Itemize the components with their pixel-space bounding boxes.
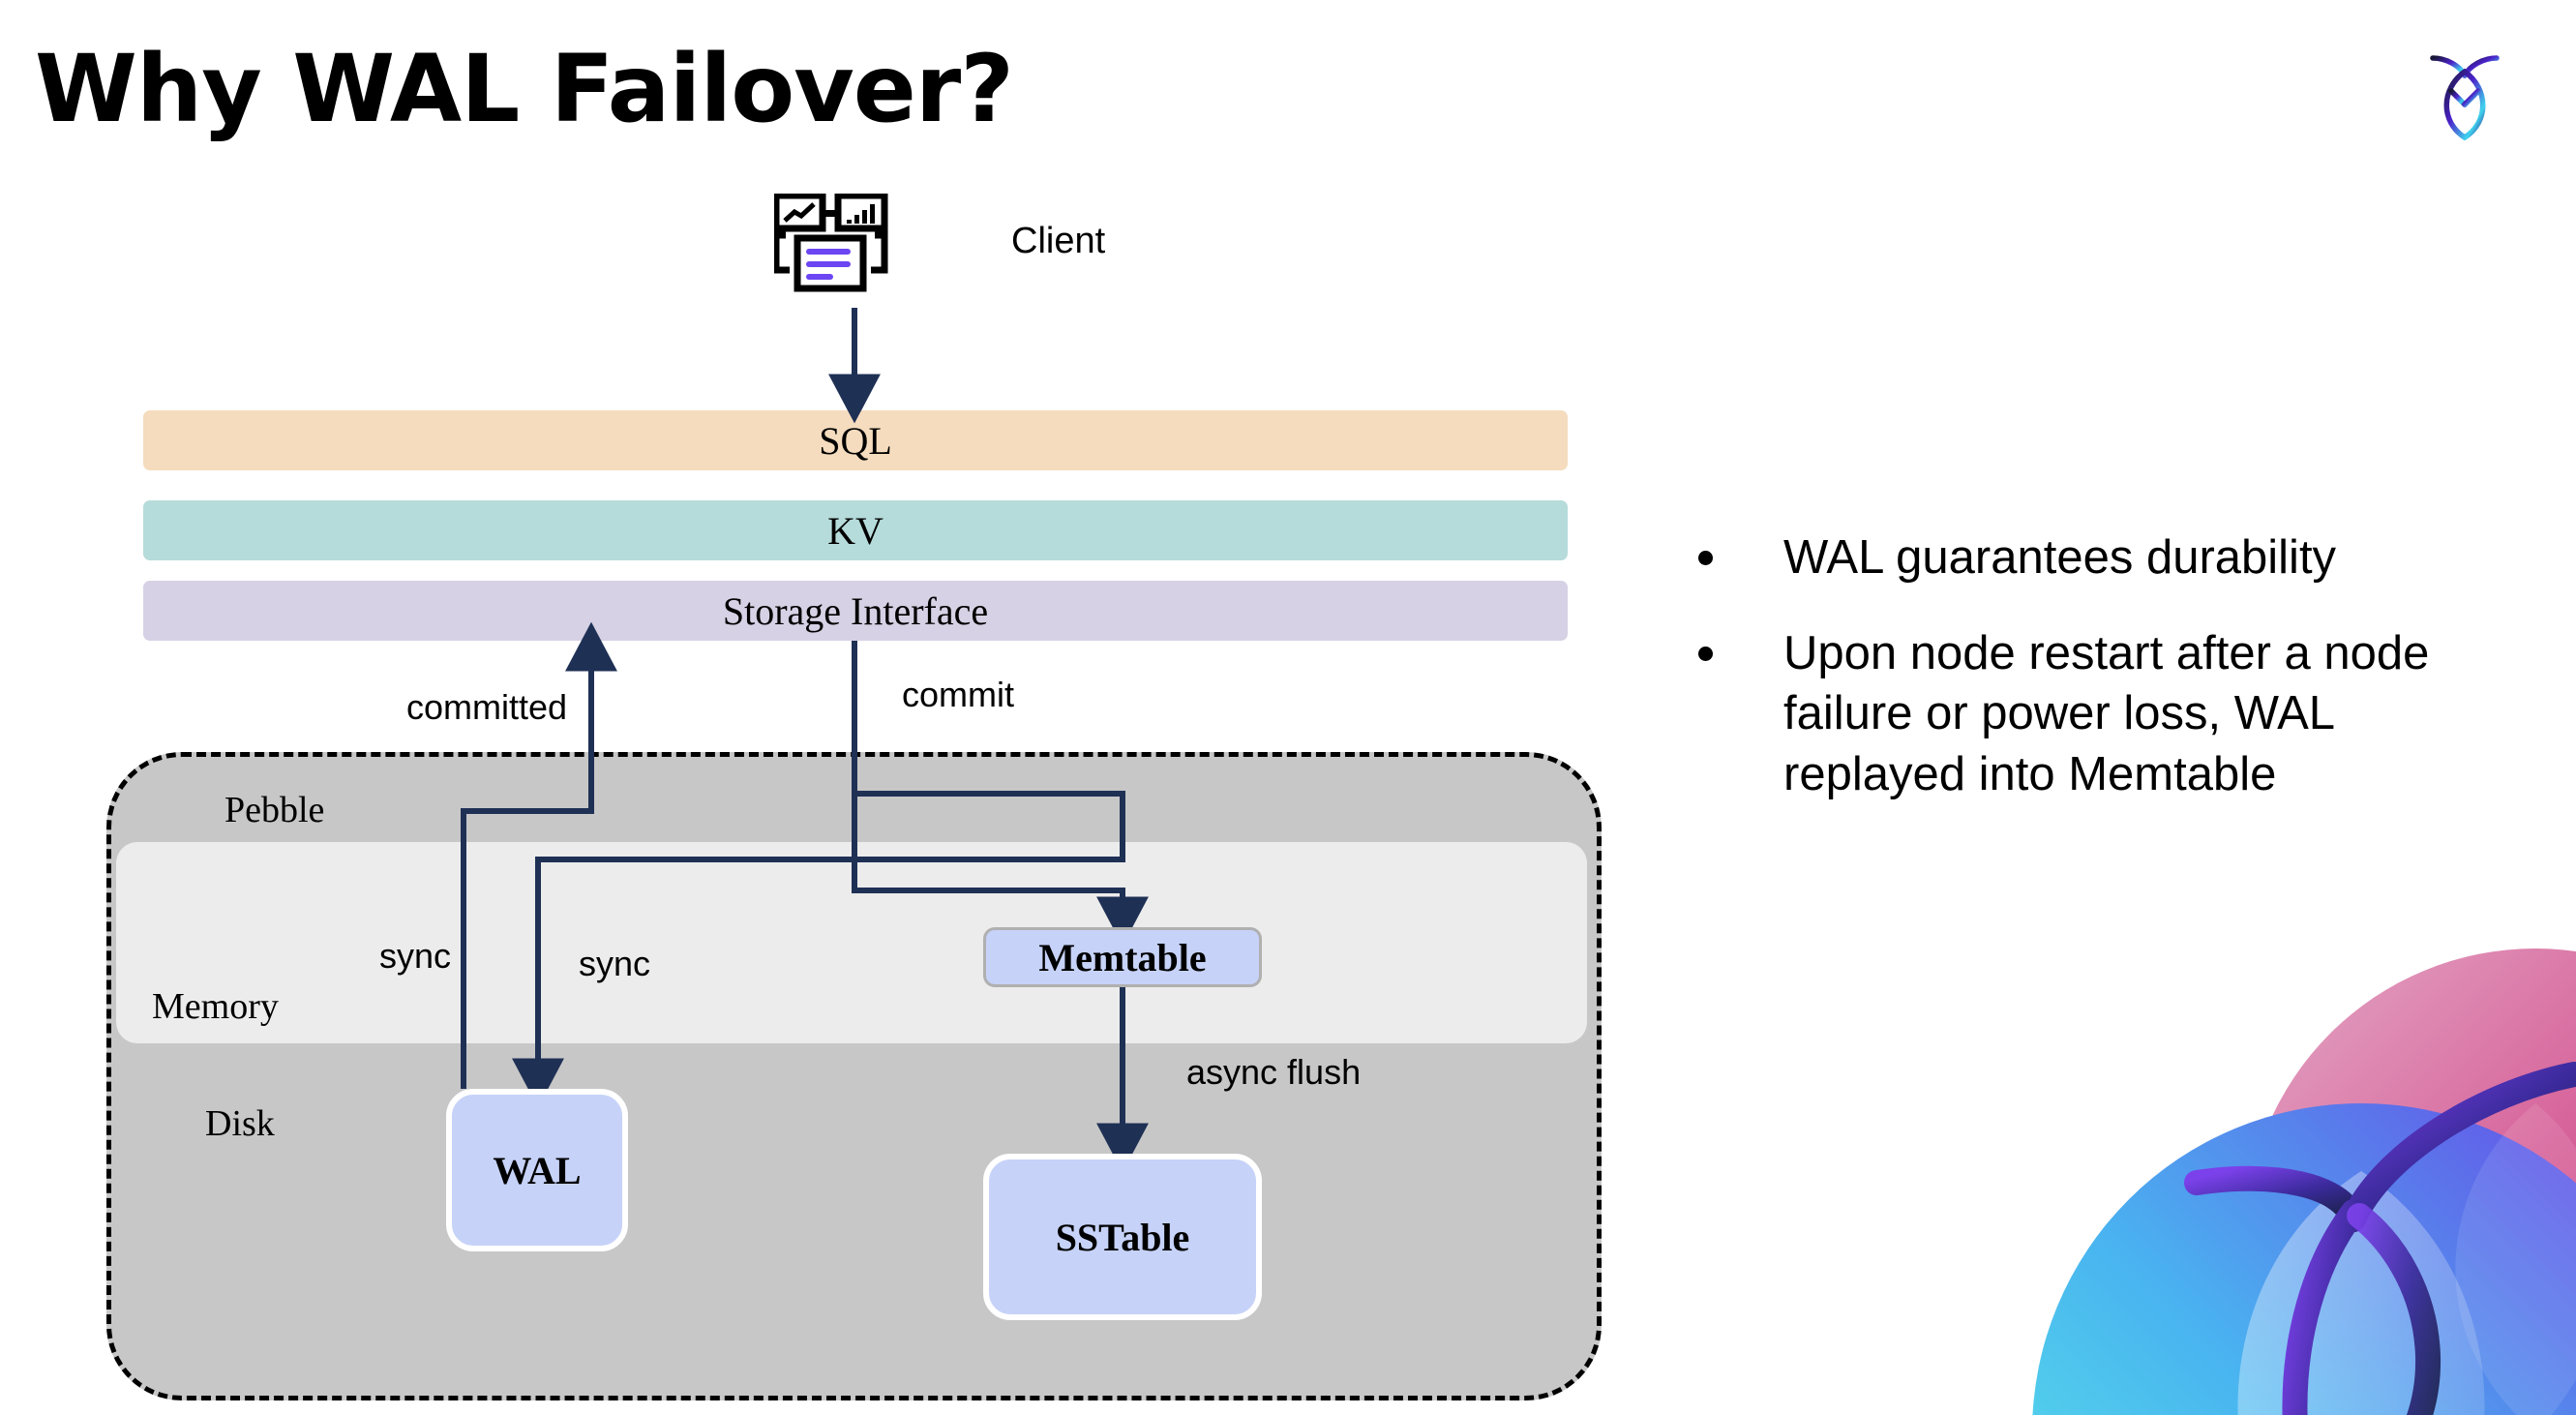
node-label-memtable: Memtable — [1038, 935, 1207, 979]
edge-label-commit: commit — [902, 675, 1014, 714]
list-item: Upon node restart after a node failure o… — [1698, 623, 2501, 805]
node-label-wal: WAL — [493, 1148, 582, 1192]
node-memtable: Memtable — [983, 927, 1262, 987]
layer-bar-sql: SQL — [143, 410, 1568, 470]
bullet-text: Upon node restart after a node failure o… — [1783, 626, 2430, 801]
bullet-dot-icon — [1698, 646, 1713, 661]
layer-label-sql: SQL — [819, 418, 892, 463]
cockroachdb-circle-artwork — [1955, 929, 2576, 1415]
node-wal: WAL — [446, 1089, 628, 1251]
layer-bar-kv: KV — [143, 500, 1568, 560]
cockroachdb-logo — [2411, 39, 2518, 145]
pebble-label: Pebble — [225, 790, 325, 830]
node-label-sstable: SSTable — [1055, 1215, 1190, 1259]
node-sstable: SSTable — [983, 1154, 1262, 1320]
bullet-dot-icon — [1698, 551, 1713, 565]
memory-label: Memory — [152, 986, 279, 1027]
client-label: Client — [1011, 221, 1106, 261]
bullet-list: WAL guarantees durability Upon node rest… — [1698, 527, 2501, 840]
list-item: WAL guarantees durability — [1698, 527, 2501, 588]
edge-label-sync-right: sync — [579, 944, 651, 983]
disk-label: Disk — [205, 1103, 275, 1144]
page-title: Why WAL Failover? — [35, 35, 1014, 143]
layer-bar-storage-interface: Storage Interface — [143, 581, 1568, 641]
edge-label-async-flush: async flush — [1186, 1052, 1362, 1092]
edge-label-sync-left: sync — [379, 936, 452, 976]
layer-label-storage-interface: Storage Interface — [722, 588, 989, 633]
memory-region-panel — [116, 842, 1587, 1043]
layer-label-kv: KV — [827, 508, 884, 553]
edge-label-committed: committed — [406, 687, 568, 727]
bullet-text: WAL guarantees durability — [1783, 531, 2337, 584]
client-workstation-icon — [772, 192, 929, 310]
